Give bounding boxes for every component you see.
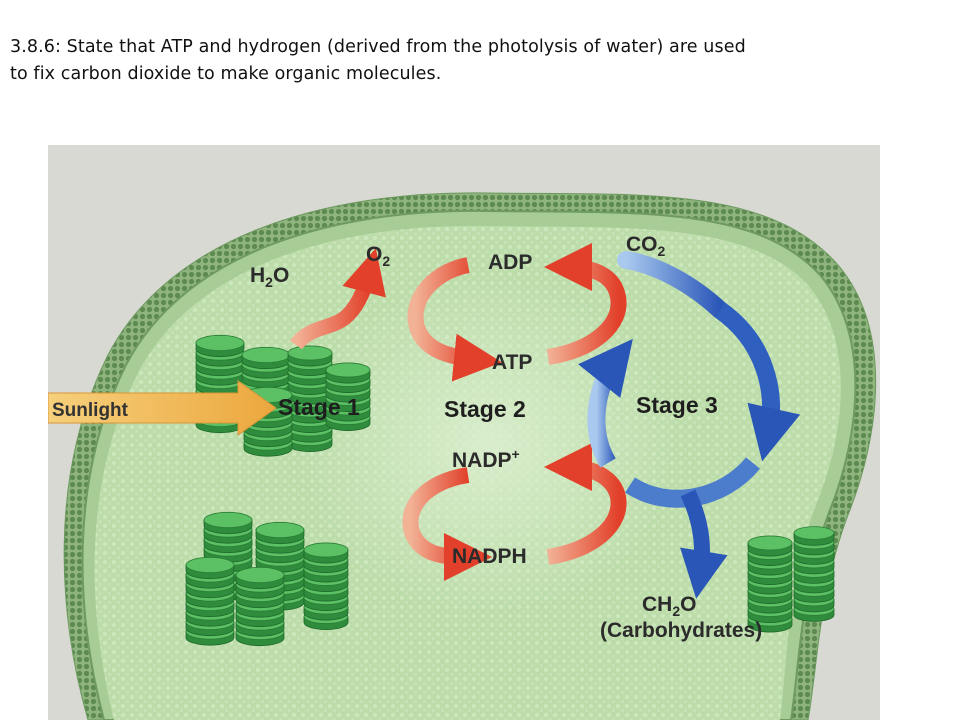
granum-stack xyxy=(793,526,835,622)
granum-stack xyxy=(747,535,793,633)
oxygen-label: O2 xyxy=(366,243,390,269)
carbohydrate-formula-label: CH2O xyxy=(642,593,696,619)
carbohydrate-output-arrow xyxy=(680,489,728,599)
granum-stack xyxy=(325,362,371,431)
grana-group-right xyxy=(747,526,835,633)
stage-3-label: Stage 3 xyxy=(636,392,718,418)
carbohydrates-label: (Carbohydrates) xyxy=(600,619,762,642)
granum-stack xyxy=(185,556,235,646)
water-to-oxygen-arrow xyxy=(289,248,386,350)
sunlight-label: Sunlight xyxy=(52,400,129,421)
nadp-to-nadph-arrow xyxy=(402,467,492,581)
carbon-dioxide-label: CO2 xyxy=(626,233,666,259)
chloroplast-figure: Sunlight H2O O2 CO2 ADP ATP Stage 1 Stag… xyxy=(48,145,880,720)
calvin-cycle-arc-right xyxy=(714,302,801,462)
chloroplast-diagram: Sunlight H2O O2 CO2 ADP ATP Stage 1 Stag… xyxy=(48,145,880,720)
nadp-plus-label: NADP+ xyxy=(452,446,520,472)
calvin-cycle-arc-left xyxy=(578,338,633,468)
stage-1-label: Stage 1 xyxy=(278,394,360,420)
sunlight-arrow xyxy=(48,380,277,436)
stage-2-label: Stage 2 xyxy=(444,396,526,422)
granum-stack xyxy=(287,345,333,452)
co2-entry-arrow xyxy=(617,251,729,319)
title-line-2: to fix carbon dioxide to make organic mo… xyxy=(10,64,442,84)
adp-label: ADP xyxy=(488,251,532,274)
granum-stack xyxy=(235,566,285,647)
slide-title: 3.8.6: State that ATP and hydrogen (deri… xyxy=(10,34,840,88)
title-line-1: 3.8.6: State that ATP and hydrogen (deri… xyxy=(10,37,746,57)
atp-label: ATP xyxy=(492,351,532,374)
grana-group-lower xyxy=(185,511,349,647)
adp-to-atp-arrow xyxy=(407,257,502,382)
granum-stack xyxy=(303,542,349,630)
nadph-to-nadp-arrow xyxy=(544,443,627,565)
nadph-label: NADPH xyxy=(452,545,527,568)
water-label: H2O xyxy=(250,264,289,290)
